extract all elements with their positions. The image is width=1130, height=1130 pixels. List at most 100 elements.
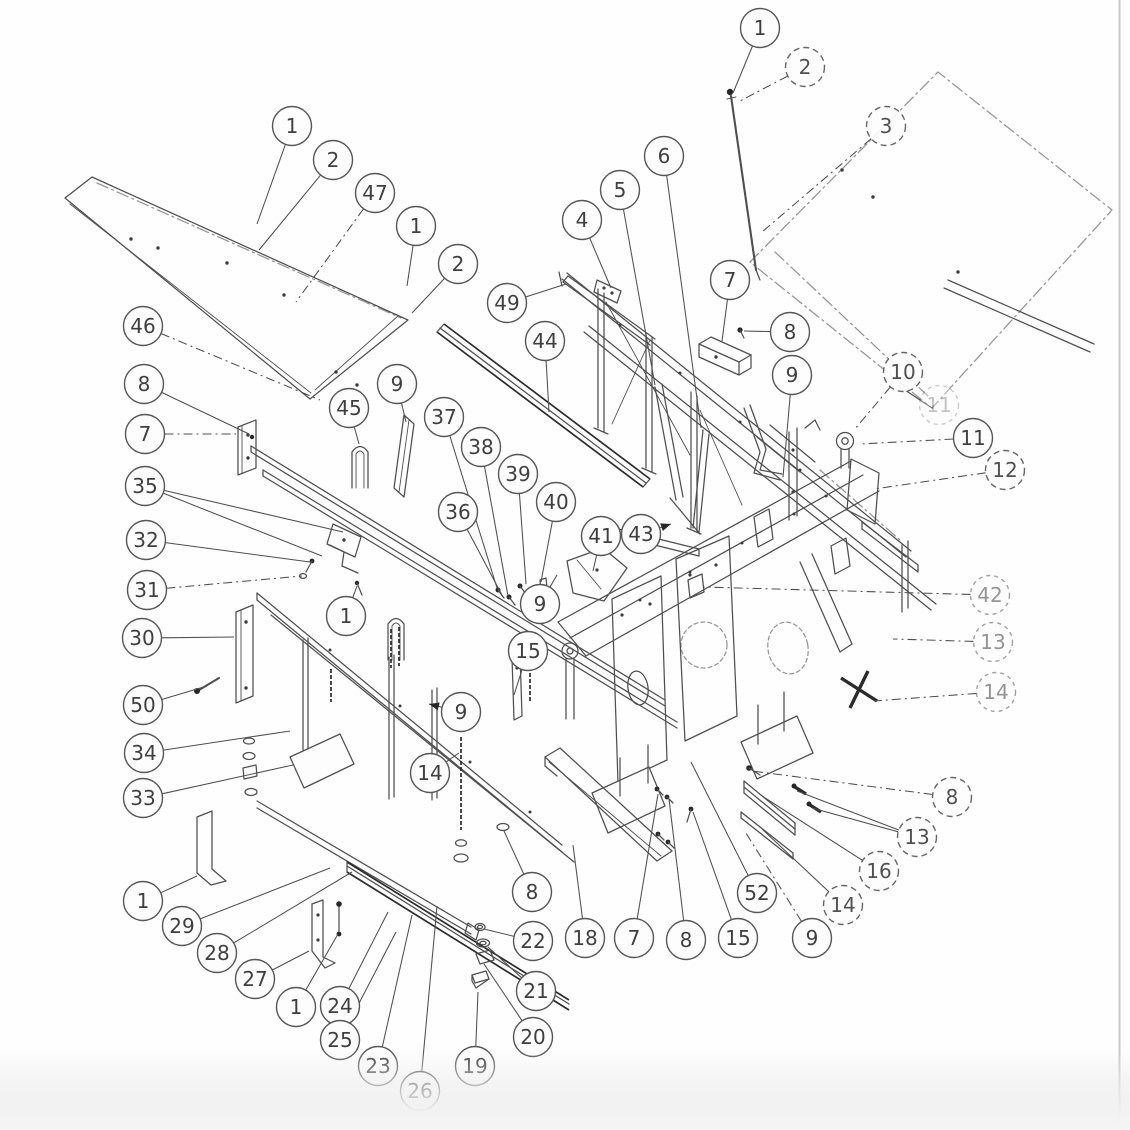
balloon-number: 2 bbox=[452, 252, 465, 276]
balloon-number: 39 bbox=[505, 462, 530, 486]
balloon-8: 8 bbox=[769, 311, 811, 353]
balloon-number: 35 bbox=[132, 474, 157, 498]
leader-line bbox=[161, 391, 250, 435]
balloon-18: 18 bbox=[564, 917, 606, 959]
leader-line bbox=[166, 575, 303, 589]
balloon-number: 7 bbox=[628, 926, 641, 950]
leader-line bbox=[589, 237, 612, 289]
leader-line bbox=[743, 829, 803, 922]
balloon-31: 31 bbox=[126, 569, 168, 611]
balloon-number: 31 bbox=[134, 578, 159, 602]
balloon-number: 1 bbox=[286, 114, 299, 138]
balloon-44: 44 bbox=[524, 320, 566, 362]
balloon-15: 15 bbox=[507, 630, 549, 672]
balloon-number: 4 bbox=[576, 208, 589, 232]
balloon-number: 8 bbox=[680, 928, 693, 952]
balloon-number: 25 bbox=[327, 1028, 352, 1052]
balloon-number: 41 bbox=[588, 524, 613, 548]
balloon-42: 42 bbox=[969, 574, 1011, 616]
balloon-29: 29 bbox=[161, 905, 203, 947]
leader-line bbox=[702, 586, 971, 595]
leader-line bbox=[353, 426, 360, 445]
balloon-6: 6 bbox=[643, 135, 685, 177]
main-beam bbox=[557, 431, 919, 657]
balloon-number: 8 bbox=[784, 320, 797, 344]
leader-line bbox=[873, 692, 977, 702]
leader-line bbox=[721, 299, 728, 342]
balloon-7: 7 bbox=[709, 259, 751, 301]
balloon-7: 7 bbox=[124, 413, 166, 455]
balloon-25: 25 bbox=[319, 1019, 361, 1061]
balloon-11: 11 bbox=[952, 417, 994, 459]
left-rails bbox=[237, 404, 783, 729]
balloon-number: 46 bbox=[130, 314, 155, 338]
rail-49 bbox=[562, 275, 656, 346]
balloon-number: 14 bbox=[830, 893, 855, 917]
leader-line bbox=[160, 875, 198, 894]
balloon-13: 13 bbox=[896, 816, 938, 858]
balloon-8: 8 bbox=[931, 776, 973, 818]
balloon-number: 1 bbox=[290, 995, 303, 1019]
balloon-number: 5 bbox=[614, 178, 627, 202]
balloon-number: 44 bbox=[532, 329, 557, 353]
leader-line bbox=[549, 574, 558, 588]
balloon-number: 11 bbox=[926, 393, 951, 417]
leader-line bbox=[761, 828, 830, 893]
balloon-number: 32 bbox=[133, 528, 158, 552]
balloon-number: 8 bbox=[138, 372, 151, 396]
angle-strip-44 bbox=[436, 323, 651, 488]
balloon-9: 9 bbox=[440, 691, 482, 733]
leader-line bbox=[796, 790, 899, 831]
leader-arrowhead bbox=[429, 702, 440, 711]
leader-line bbox=[421, 905, 438, 1072]
balloon-number: 28 bbox=[204, 941, 229, 965]
leader-line bbox=[199, 867, 331, 920]
balloon-1: 1 bbox=[325, 595, 367, 637]
balloon-number: 14 bbox=[417, 761, 442, 785]
balloon-47: 47 bbox=[354, 172, 396, 214]
balloon-number: 27 bbox=[242, 967, 267, 991]
lower-frame bbox=[194, 535, 814, 1011]
balloon-number: 2 bbox=[799, 55, 812, 79]
balloon-49: 49 bbox=[486, 282, 528, 324]
leader-line bbox=[348, 911, 389, 989]
plate-41 bbox=[566, 547, 628, 602]
balloon-8: 8 bbox=[123, 363, 165, 405]
leader-line bbox=[692, 811, 732, 920]
balloon-number: 20 bbox=[520, 1025, 545, 1049]
leader-line bbox=[761, 795, 863, 861]
balloon-number: 7 bbox=[139, 422, 152, 446]
balloon-number: 1 bbox=[754, 16, 767, 40]
balloon-number: 3 bbox=[880, 114, 893, 138]
right-wing-panel bbox=[749, 71, 1113, 409]
balloon-40: 40 bbox=[535, 481, 577, 523]
balloon-22: 22 bbox=[512, 920, 554, 962]
leader-line bbox=[165, 542, 311, 563]
balloon-2: 2 bbox=[784, 46, 826, 88]
balloon-number: 14 bbox=[983, 680, 1008, 704]
leader-line bbox=[411, 277, 446, 314]
balloon-number: 43 bbox=[628, 522, 653, 546]
balloon-37: 37 bbox=[423, 396, 465, 438]
leader-line bbox=[732, 45, 754, 94]
balloon-50: 50 bbox=[122, 684, 164, 726]
leader-line bbox=[483, 466, 509, 597]
balloon-13: 13 bbox=[972, 621, 1014, 663]
balloon-number: 42 bbox=[977, 583, 1002, 607]
balloon-number: 33 bbox=[130, 786, 155, 810]
balloon-4: 4 bbox=[561, 199, 603, 241]
balloon-number: 30 bbox=[129, 626, 154, 650]
leader-line bbox=[272, 950, 310, 971]
leader-line bbox=[518, 493, 527, 585]
balloon-14: 14 bbox=[975, 671, 1017, 713]
leader-line bbox=[381, 914, 413, 1048]
balloon-35: 35 bbox=[124, 465, 166, 507]
balloon-1: 1 bbox=[275, 986, 317, 1028]
upper-truss bbox=[558, 271, 937, 613]
leader-line bbox=[400, 402, 407, 423]
leader-line bbox=[483, 928, 515, 937]
balloon-45: 45 bbox=[328, 387, 370, 429]
leader-line bbox=[811, 807, 899, 833]
